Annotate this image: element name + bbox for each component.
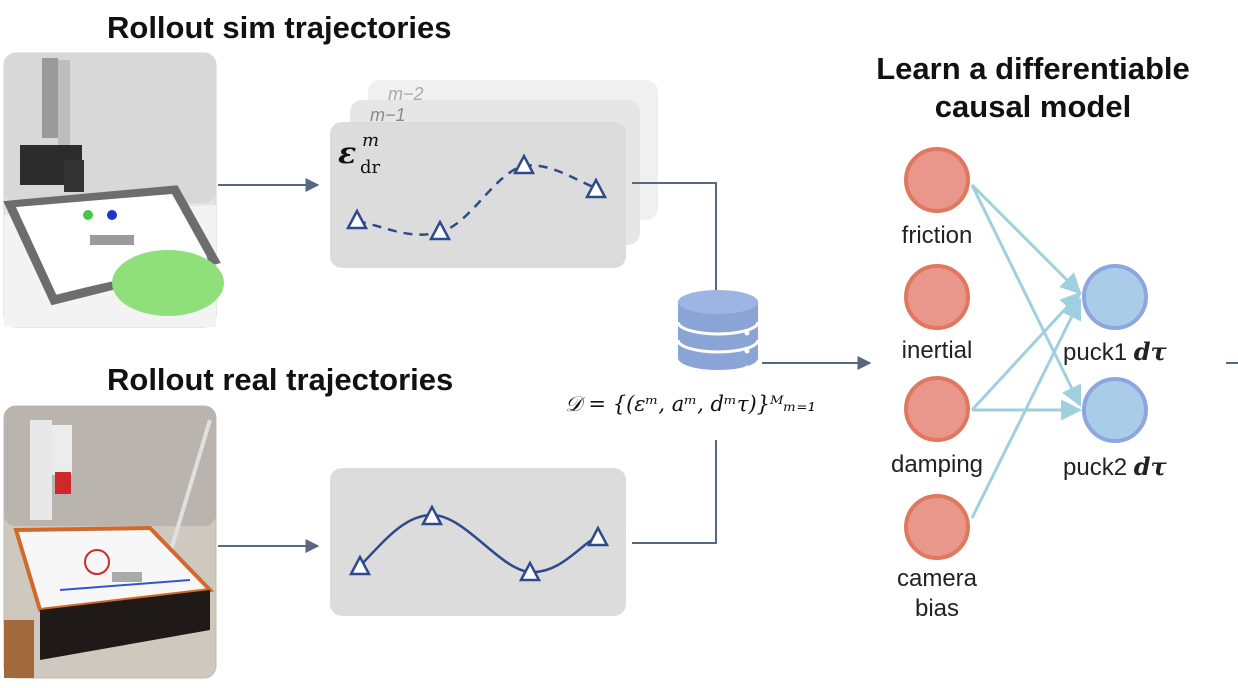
edge-friction-puck2: [970, 184, 1082, 407]
label-puck2: puck2 dτ: [1063, 452, 1167, 482]
output-nodes: [1082, 264, 1148, 443]
label-puck1-symbol: dτ: [1133, 337, 1167, 366]
model-title-line2: causal model: [934, 89, 1132, 124]
database-icon: [676, 290, 760, 371]
edge-damping-puck1: [970, 291, 1082, 412]
edge-camera-puck1: [970, 298, 1082, 519]
dataset-formula: 𝒟 = {(εᵐ, aᵐ, dᵐτ)}ᴹₘ₌₁: [565, 392, 816, 416]
sim-to-db-connector: [632, 182, 717, 290]
input-nodes: [904, 147, 970, 560]
label-puck2-symbol: dτ: [1133, 452, 1167, 481]
node-puck1: [1082, 264, 1148, 330]
real-trajectory-curve: [359, 513, 599, 574]
label-damping: damping: [890, 451, 984, 478]
model-title-line1: Learn a differentiable: [876, 51, 1190, 86]
sim-title: Rollout sim trajectories: [107, 10, 452, 45]
model-title: Learn a differentiable causal model: [828, 50, 1238, 126]
causal-edges: [970, 183, 1083, 519]
epsilon-symbol: ε: [338, 136, 356, 171]
sim-trajectory-curve: [356, 164, 597, 236]
edge-friction-puck1: [970, 183, 1082, 295]
real-point-2: [420, 504, 444, 526]
real-point-4: [586, 525, 610, 547]
sim-panel-front: [330, 122, 626, 268]
real-trajectory-markers: [348, 504, 610, 582]
real-to-db-connector: [632, 440, 717, 544]
label-puck2-text: puck2: [1063, 454, 1128, 481]
real-panel: [330, 468, 626, 616]
epsilon-sub: dr: [360, 157, 381, 178]
node-puck2: [1082, 377, 1148, 443]
label-camera-bias: camera bias: [896, 565, 978, 622]
sim-panel-back-1-label: m−1: [370, 105, 406, 125]
sim-render-image: [3, 52, 224, 328]
sim-panel-back-2-label: m−2: [388, 84, 424, 104]
sim-point-3: [512, 153, 536, 175]
label-inertial: inertial: [901, 337, 973, 364]
node-camera-bias: [904, 494, 970, 560]
sim-trajectory-markers: [345, 153, 608, 241]
real-title: Rollout real trajectories: [107, 362, 454, 397]
real-point-1: [348, 554, 372, 576]
node-inertial: [904, 264, 970, 330]
sim-point-4: [584, 177, 608, 199]
label-puck1-text: puck1: [1063, 339, 1128, 366]
real-photo-image: [3, 405, 217, 679]
epsilon-sup: m: [362, 130, 379, 151]
label-friction: friction: [901, 222, 973, 249]
sim-point-2: [428, 219, 452, 241]
node-friction: [904, 147, 970, 213]
node-damping: [904, 376, 970, 442]
label-puck1: puck1 dτ: [1063, 337, 1167, 367]
real-point-3: [518, 560, 542, 582]
sim-point-1: [345, 208, 369, 230]
